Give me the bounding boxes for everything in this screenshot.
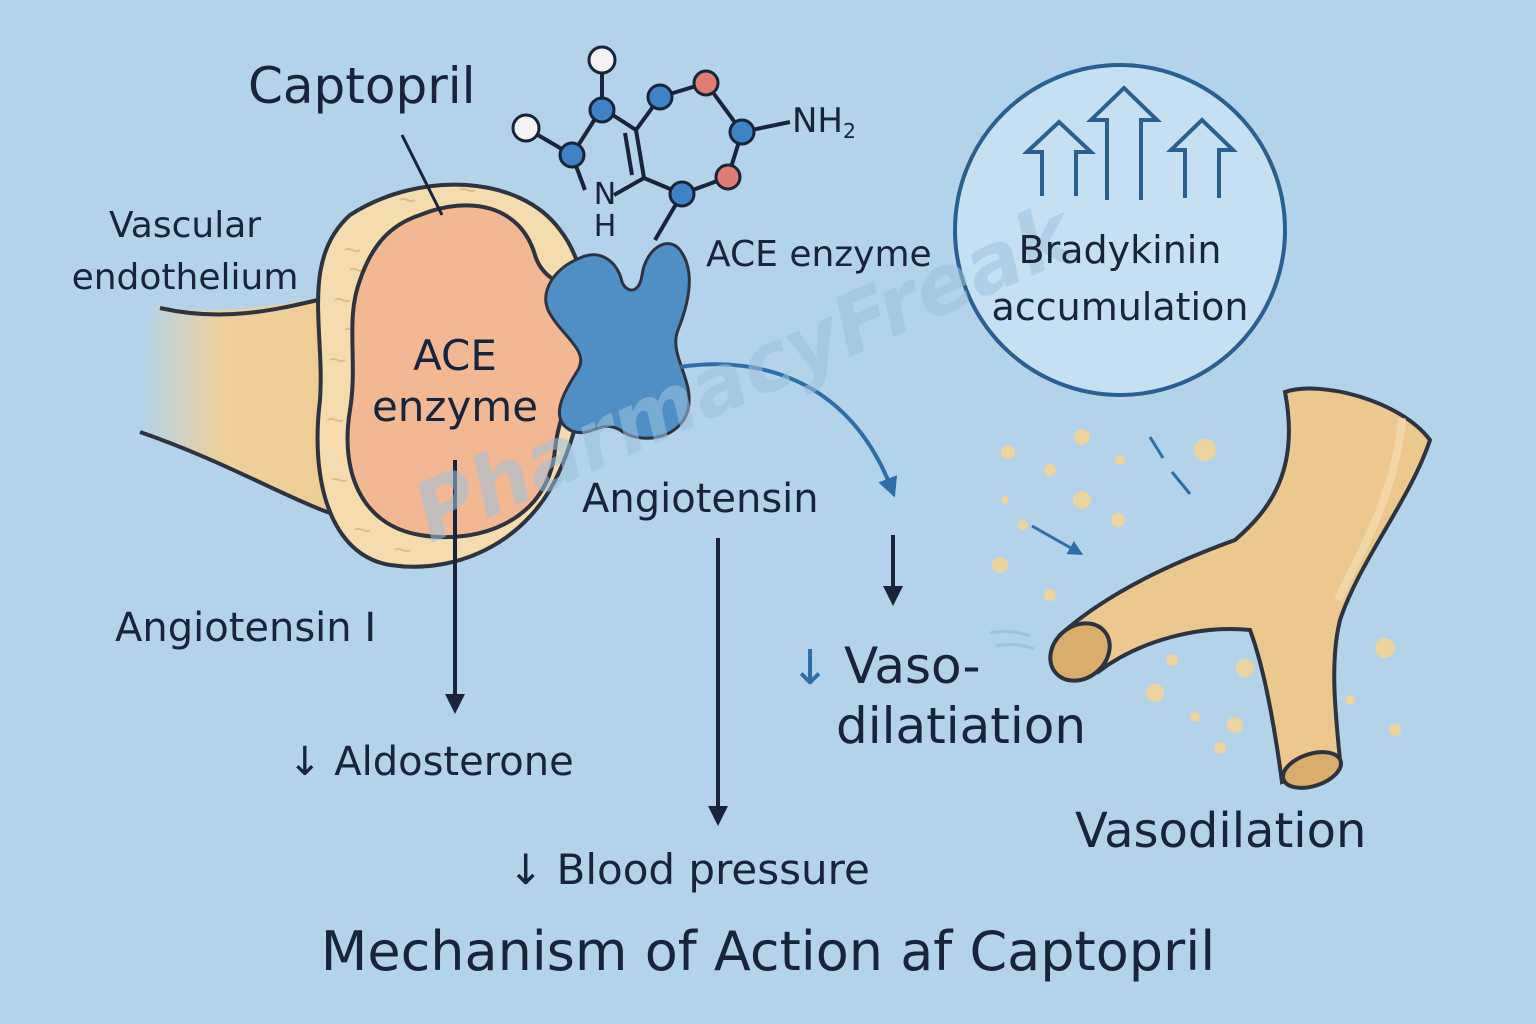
ring-h-label: H (593, 209, 617, 244)
dash-mark-2 (1170, 471, 1192, 495)
molecule-atoms (511, 45, 756, 208)
ace-protein (544, 242, 691, 440)
bradykinin-label: Bradykinin accumulation (975, 222, 1265, 336)
vasodilatation-line-1: Vaso- (844, 637, 981, 695)
page-title: Mechanism of Action af Captopril (320, 920, 1216, 983)
vascular-endothelium-label: Vascular endothelium (40, 200, 330, 304)
angiotensin-i-label: Angiotensin I (115, 605, 377, 651)
vascular-endothelium-line-2: endothelium (71, 257, 299, 299)
ace-enzyme-side-label: ACE enzyme (706, 234, 932, 275)
flow-arrow (1031, 524, 1084, 555)
nh2-base: NH (792, 101, 843, 141)
dash-mark-1 (1148, 436, 1165, 459)
nh2-label: NH2 (792, 102, 856, 143)
ace-enzyme-cell (345, 203, 588, 540)
vasodilation-label: Vasodilation (1075, 803, 1367, 859)
bradykinin-line-2: accumulation (991, 285, 1249, 329)
captopril-pointer (400, 134, 444, 216)
motion-marks (989, 630, 1035, 651)
blood-vessel (1048, 386, 1433, 790)
bradykinin-circle (953, 63, 1287, 397)
vascular-endothelium-line-1: Vascular (108, 205, 262, 246)
vasodilatation-label: Vaso- dilatiation (836, 636, 1086, 756)
particles (992, 429, 1401, 754)
ace-enzyme-inner-line-2: enzyme (371, 382, 539, 432)
vasodilatation-down-arrow-icon: ↓ (790, 640, 831, 696)
ring-n-label: N (593, 177, 617, 212)
angiotensin-label: Angiotensin (582, 476, 819, 522)
captopril-label: Captopril (248, 57, 476, 115)
vasodilatation-line-2: dilatiation (836, 697, 1087, 755)
bradykinin-line-1: Bradykinin (1018, 228, 1222, 272)
nh2-subscript: 2 (843, 119, 856, 144)
up-arrows-icon (1021, 85, 1238, 200)
curved-arrow (679, 362, 898, 498)
blood-pressure-label: ↓ Blood pressure (508, 845, 870, 894)
ace-enzyme-inner-line-1: ACE (413, 331, 497, 380)
aldosterone-label: ↓ Aldosterone (288, 739, 574, 785)
ace-enzyme-inner-label: ACE enzyme (335, 330, 575, 432)
